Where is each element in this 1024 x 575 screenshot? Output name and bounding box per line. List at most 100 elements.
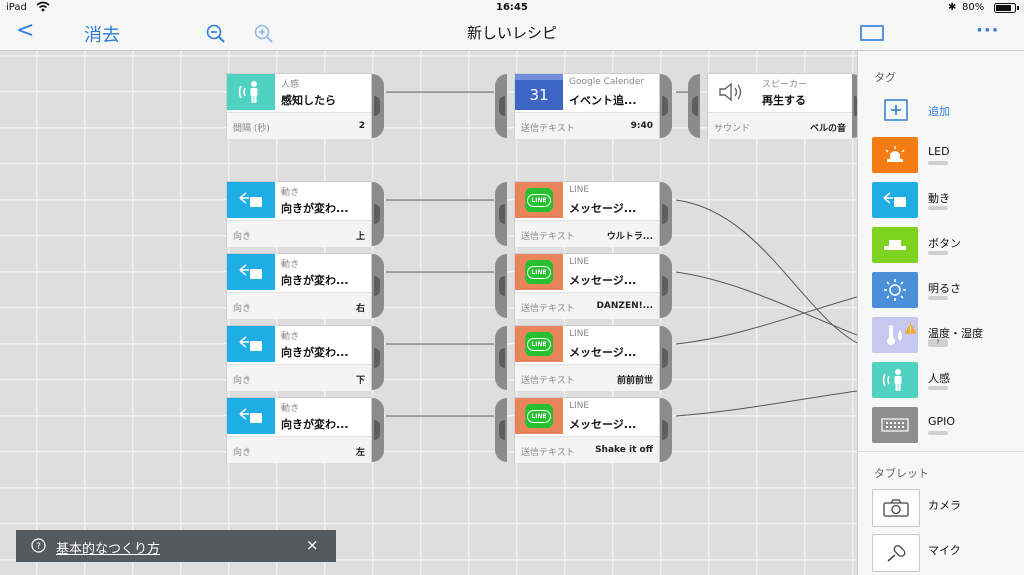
block-category: LINE (569, 257, 590, 267)
block-setting[interactable]: 送信テキスト ウルトラ... (515, 220, 659, 247)
block-setting[interactable]: サウンド ベルの音 (708, 112, 852, 139)
status-bar: iPad 16:45 ✱ 80% (0, 0, 1024, 16)
output-port[interactable] (660, 182, 672, 246)
output-port[interactable] (852, 74, 857, 138)
block-setting[interactable]: 送信テキスト DANZEN!... (515, 292, 659, 319)
setting-value: ウルトラ... (606, 232, 653, 242)
output-port[interactable] (660, 398, 672, 462)
back-button[interactable]: < (16, 18, 35, 43)
human-sensor-icon (872, 362, 918, 398)
output-port[interactable] (660, 74, 672, 138)
motion-icon (227, 254, 275, 290)
divider (858, 451, 1024, 452)
add-tag-label: 追加 (928, 105, 950, 118)
wifi-icon (36, 1, 50, 15)
tag-brightness[interactable]: 明るさ (872, 272, 1022, 310)
block-category: 動き (281, 404, 300, 414)
more-button[interactable]: ··· (976, 20, 1000, 41)
input-port[interactable] (495, 182, 507, 246)
page-title: 新しいレシピ (466, 24, 557, 42)
motion-block[interactable]: 動き 向きが変わ... 向き 下 (227, 326, 371, 391)
block-setting[interactable]: 向き 下 (227, 364, 371, 391)
help-banner[interactable]: ? 基本的なつくり方 × (16, 530, 336, 562)
block-setting[interactable]: 間隔 (秒) 2 (227, 112, 371, 139)
tag-motion[interactable]: 動き (872, 182, 1022, 220)
tag-gpio[interactable]: GPIO (872, 407, 1022, 445)
setting-value: Shake it off (595, 445, 653, 455)
speaker-block[interactable]: スピーカー 再生する サウンド ベルの音 (708, 74, 852, 139)
input-port[interactable] (688, 74, 700, 138)
setting-value: DANZEN!... (596, 301, 653, 311)
tag-label: 温度・湿度 (928, 327, 983, 340)
line-block[interactable]: LINE LINE メッセージ... 送信テキスト Shake it off (515, 398, 659, 463)
output-port[interactable] (660, 254, 672, 318)
led-icon (872, 137, 918, 173)
output-port[interactable] (372, 254, 384, 318)
tablet-camera[interactable]: カメラ (872, 489, 1022, 527)
add-icon (884, 99, 908, 125)
block-category: スピーカー (762, 80, 808, 90)
line-badge: LINE (527, 265, 551, 279)
navigation-bar: < 消去 新しいレシピ ··· (0, 16, 1024, 51)
input-port[interactable] (495, 74, 507, 138)
block-title: 向きが変わ... (281, 274, 349, 287)
block-title: 向きが変わ... (281, 202, 349, 215)
output-port[interactable] (660, 326, 672, 390)
block-setting[interactable]: 送信テキスト 9:40 (515, 112, 659, 139)
setting-value: 9:40 (630, 121, 653, 131)
line-block[interactable]: LINE LINE メッセージ... 送信テキスト DANZEN!... (515, 254, 659, 319)
zoom-out-icon[interactable] (205, 23, 227, 49)
clear-button[interactable]: 消去 (84, 25, 120, 46)
output-port[interactable] (372, 182, 384, 246)
warning-icon (904, 319, 917, 338)
camera-icon (872, 489, 920, 527)
tag-temperature-humidity[interactable]: 温度・湿度 ? (872, 317, 1022, 355)
block-setting[interactable]: 向き 右 (227, 292, 371, 319)
tag-section-header: タグ (874, 71, 896, 84)
motion-block[interactable]: 動き 向きが変わ... 向き 右 (227, 254, 371, 319)
motion-icon (227, 182, 275, 218)
input-port[interactable] (495, 398, 507, 462)
output-port[interactable] (372, 74, 384, 138)
line-block[interactable]: LINE LINE メッセージ... 送信テキスト 前前前世 (515, 326, 659, 391)
calendar-day: 31 (529, 86, 549, 104)
input-port[interactable] (495, 326, 507, 390)
output-port[interactable] (372, 326, 384, 390)
motion-icon (227, 326, 275, 362)
wire (675, 199, 857, 344)
setting-value: 2 (358, 121, 365, 131)
tag-human-sensor[interactable]: 人感 (872, 362, 1022, 400)
motion-block[interactable]: 動き 向きが変わ... 向き 上 (227, 182, 371, 247)
block-setting[interactable]: 向き 上 (227, 220, 371, 247)
close-icon[interactable]: × (306, 536, 319, 554)
tag-indicator: ? (928, 339, 948, 347)
device-name: iPad (6, 2, 27, 13)
tag-label: 明るさ (928, 282, 961, 295)
block-setting[interactable]: 向き 左 (227, 436, 371, 463)
setting-value: 前前前世 (616, 376, 653, 386)
help-link[interactable]: 基本的なつくり方 (56, 542, 161, 557)
motion-block[interactable]: 動き 向きが変わ... 向き 左 (227, 398, 371, 463)
input-port[interactable] (495, 254, 507, 318)
zoom-in-icon[interactable] (253, 23, 275, 49)
tablet-microphone[interactable]: マイク (872, 534, 1022, 572)
recipe-canvas[interactable]: 人感 感知したら 間隔 (秒) 2 31 Google Calender イベン… (0, 51, 857, 575)
block-category: 動き (281, 188, 300, 198)
tag-button[interactable]: ボタン (872, 227, 1022, 265)
panel-toggle-icon[interactable] (860, 25, 884, 45)
human-sensor-block[interactable]: 人感 感知したら 間隔 (秒) 2 (227, 74, 371, 139)
block-setting[interactable]: 送信テキスト 前前前世 (515, 364, 659, 391)
motion-icon (872, 182, 918, 218)
setting-label: 送信テキスト (521, 232, 575, 242)
setting-label: 送信テキスト (521, 448, 575, 458)
help-icon: ? (31, 538, 46, 557)
block-setting[interactable]: 送信テキスト Shake it off (515, 436, 659, 463)
tag-led[interactable]: LED (872, 137, 1022, 175)
google-calendar-block[interactable]: 31 Google Calender イベント追... 送信テキスト 9:40 (515, 74, 659, 139)
block-category: LINE (569, 185, 590, 195)
thermometer-icon (872, 317, 918, 353)
line-block[interactable]: LINE LINE メッセージ... 送信テキスト ウルトラ... (515, 182, 659, 247)
output-port[interactable] (372, 398, 384, 462)
block-category: LINE (569, 401, 590, 411)
add-tag-button[interactable]: 追加 (872, 99, 1022, 123)
